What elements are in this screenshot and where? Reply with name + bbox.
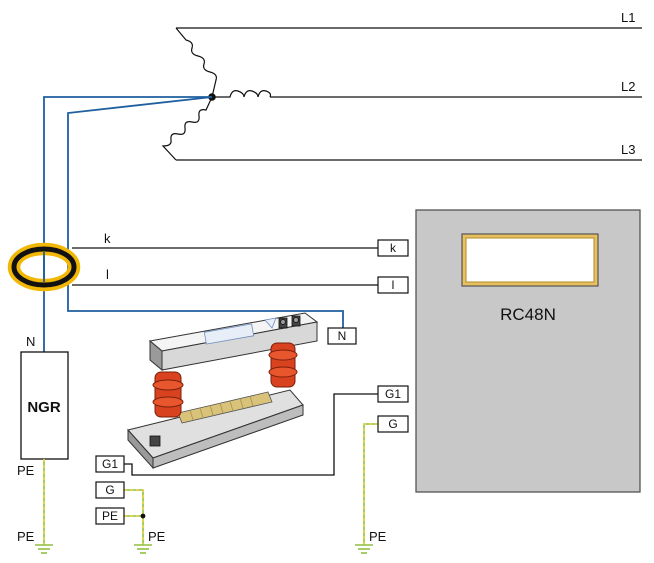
svg-text:k: k — [390, 241, 397, 255]
terminal-g1-resistor — [95, 455, 125, 473]
svg-text:l: l — [392, 278, 395, 292]
g1-wire — [124, 393, 378, 476]
ct-wires — [72, 247, 378, 286]
ct-ring — [7, 242, 81, 292]
l3-label: L3 — [621, 142, 635, 157]
ground-symbols — [35, 544, 373, 554]
pe-wires — [43, 423, 378, 545]
svg-text:G: G — [388, 417, 397, 431]
terminal-studs — [278, 315, 301, 329]
insulators — [152, 342, 298, 418]
svg-text:G: G — [105, 483, 114, 497]
svg-text:N: N — [338, 329, 347, 343]
l2-label: L2 — [621, 79, 635, 94]
ground-icon — [35, 544, 53, 554]
ngr-box: NGR N PE — [17, 334, 69, 478]
terminal-n — [327, 327, 357, 345]
l1-label: L1 — [621, 10, 635, 25]
svg-text:PE: PE — [102, 509, 118, 523]
pe-label-relay: PE — [369, 529, 387, 544]
svg-text:G1: G1 — [102, 457, 118, 471]
terminals: k l N G1 G G1 G PE — [95, 239, 409, 525]
wye-transformer — [161, 27, 272, 161]
ngr-n-label: N — [26, 334, 35, 349]
ct-k-label: k — [104, 231, 111, 246]
pe-label-ngr: PE — [17, 529, 35, 544]
terminal-l — [377, 276, 409, 294]
winding-l3 — [161, 96, 213, 161]
relay-box: RC48N — [415, 209, 641, 493]
terminal-k — [377, 239, 409, 257]
resistor-illustration — [127, 312, 319, 470]
ct-l-label: l — [106, 267, 109, 282]
ngr-label: NGR — [27, 399, 61, 416]
svg-text:G1: G1 — [385, 387, 401, 401]
terminal-pe-resistor — [95, 507, 125, 525]
terminal-g-resistor — [95, 481, 125, 499]
pe-label-resistor: PE — [148, 529, 166, 544]
winding-l1 — [175, 27, 217, 98]
terminal-g1-relay — [377, 385, 409, 403]
ngr-pe-label: PE — [17, 463, 35, 478]
winding-l2 — [212, 90, 272, 98]
ground-icon — [134, 544, 152, 554]
neutral-to-ngr — [43, 96, 212, 352]
terminal-g-relay — [377, 415, 409, 433]
relay-label: RC48N — [500, 305, 556, 324]
neutral-to-relay — [67, 96, 344, 328]
ground-icon — [355, 544, 373, 554]
phase-lines: L1 L2 L3 — [176, 10, 642, 161]
